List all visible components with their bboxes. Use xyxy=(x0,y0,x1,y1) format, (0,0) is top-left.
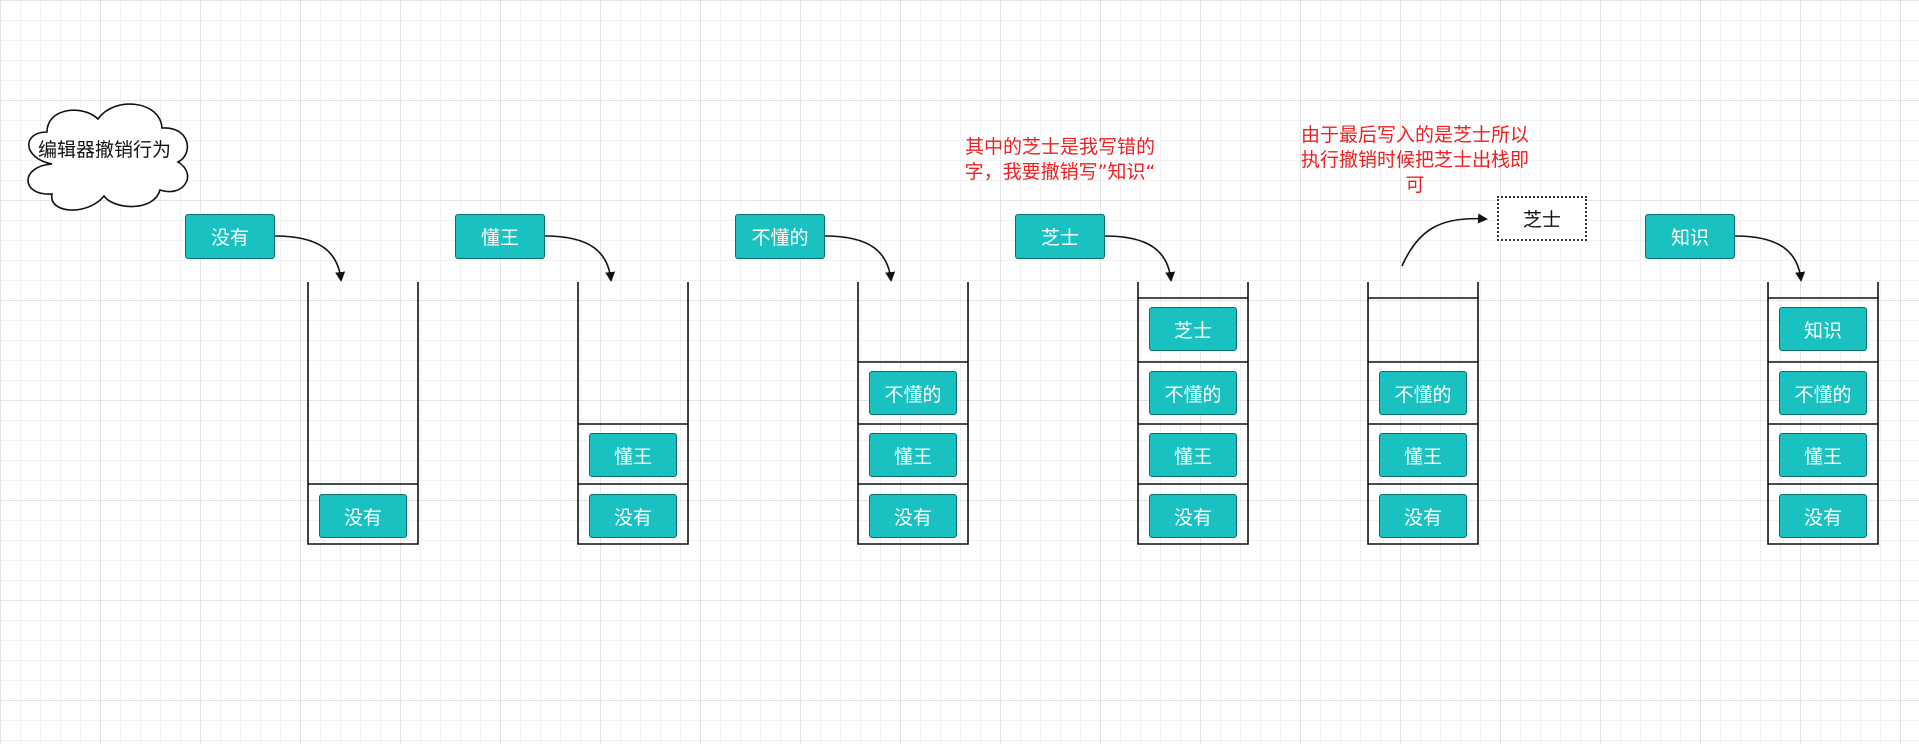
stack-item: 没有 xyxy=(319,494,407,538)
stack-item: 芝士 xyxy=(1149,307,1237,351)
stack-2-frame xyxy=(577,282,689,545)
note-undo: 由于最后写入的是芝士所以执行撤销时候把芝士出栈即可 xyxy=(1300,124,1529,196)
push-arrow-2 xyxy=(544,235,616,282)
stack-item: 不懂的 xyxy=(1379,371,1467,415)
stack-item: 知识 xyxy=(1779,307,1867,351)
push-arrow-1 xyxy=(274,235,346,282)
input-block: 没有 xyxy=(185,214,275,259)
stack-item: 懂王 xyxy=(869,433,957,477)
pop-arrow xyxy=(1401,213,1488,267)
stack-item: 没有 xyxy=(589,494,677,538)
stack-item: 没有 xyxy=(869,494,957,538)
stack-item: 没有 xyxy=(1379,494,1467,538)
cloud-label: 编辑器撤销行为 xyxy=(38,139,172,161)
popped-block: 芝士 xyxy=(1497,196,1587,241)
stack-item: 懂王 xyxy=(1379,433,1467,477)
stack-5-frame xyxy=(1367,282,1479,545)
stack-item: 不懂的 xyxy=(1779,371,1867,415)
stack-6-frame xyxy=(1767,282,1879,545)
push-arrow-4 xyxy=(1104,235,1176,282)
push-arrow-6 xyxy=(1734,235,1806,282)
stack-4-frame xyxy=(1137,282,1249,545)
push-arrow-3 xyxy=(824,235,896,282)
note-typo: 其中的芝士是我写错的字，我要撤销写”知识“ xyxy=(964,136,1156,183)
stack-3-frame xyxy=(857,282,969,545)
stack-item: 不懂的 xyxy=(869,371,957,415)
stack-item: 没有 xyxy=(1149,494,1237,538)
input-block: 知识 xyxy=(1645,214,1735,259)
input-block: 不懂的 xyxy=(735,214,825,259)
stack-1-frame xyxy=(307,282,419,545)
stack-item: 懂王 xyxy=(1779,433,1867,477)
stack-item: 没有 xyxy=(1779,494,1867,538)
input-block: 芝士 xyxy=(1015,214,1105,259)
stack-item: 懂王 xyxy=(589,433,677,477)
stack-item: 懂王 xyxy=(1149,433,1237,477)
cloud-shape xyxy=(27,103,189,211)
input-block: 懂王 xyxy=(455,214,545,259)
stack-item: 不懂的 xyxy=(1149,371,1237,415)
